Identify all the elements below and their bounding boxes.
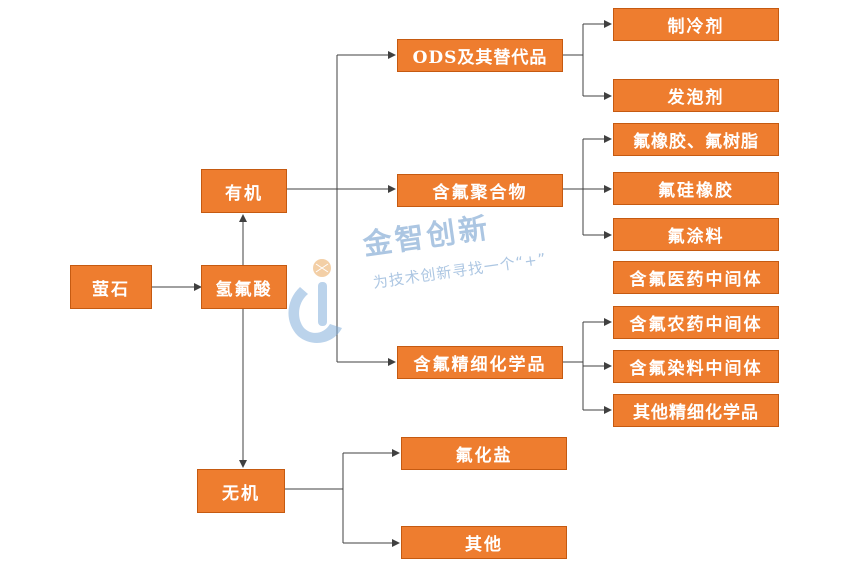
node-silicone-rubber: 氟硅橡胶 — [613, 172, 779, 205]
node-refrigerant: 制冷剂 — [613, 8, 779, 41]
node-inorganic: 无机 — [197, 469, 285, 513]
node-other-fine: 其他精细化学品 — [613, 394, 779, 427]
node-ods: ODS及其替代品 — [397, 39, 563, 72]
node-other: 其他 — [401, 526, 567, 559]
node-fine-chem: 含氟精细化学品 — [397, 346, 563, 379]
node-dye: 含氟染料中间体 — [613, 350, 779, 383]
node-hf: 氢氟酸 — [201, 265, 287, 309]
node-rubber-resin: 氟橡胶、氟树脂 — [613, 123, 779, 156]
node-fluorite: 萤石 — [70, 265, 152, 309]
node-pesticide: 含氟农药中间体 — [613, 306, 779, 339]
node-coating: 氟涂料 — [613, 218, 779, 251]
node-fluoropolymer: 含氟聚合物 — [397, 174, 563, 207]
node-organic: 有机 — [201, 169, 287, 213]
node-foaming: 发泡剂 — [613, 79, 779, 112]
node-pharma: 含氟医药中间体 — [613, 261, 779, 294]
node-fluoride-salt: 氟化盐 — [401, 437, 567, 470]
